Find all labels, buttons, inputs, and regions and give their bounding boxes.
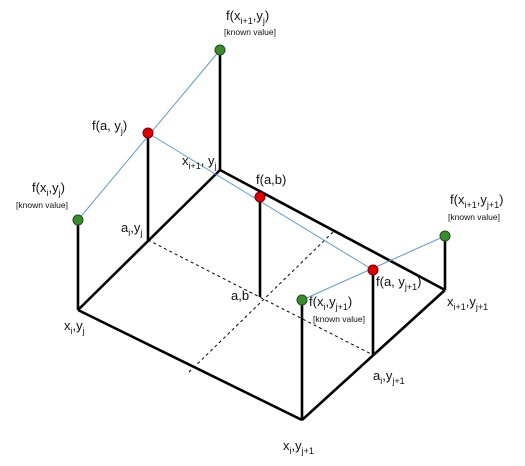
label-ai-yj1: ai,yj+1 [373, 368, 405, 386]
dashed-line-b [187, 231, 334, 374]
dashed-line-ai [147, 239, 374, 356]
known-value-note-xi-yj: [known value] [16, 200, 68, 210]
known-value-note-xi-yj1: [known value] [313, 314, 365, 324]
label-xi-yj1: xi,yj+1 [283, 438, 314, 456]
label-f-a-yj: f(a, yj) [92, 118, 127, 136]
interpolated-points [142, 127, 379, 276]
dashed-guides [147, 231, 374, 374]
label-f-a-yj1: f(a, yj+1) [376, 274, 422, 292]
vertical-posts [76, 50, 447, 420]
label-f-ab: f(a,b) [256, 172, 286, 187]
label-ai-yj: ai,yj [121, 220, 142, 238]
label-xi-yj: xi,yj [64, 318, 85, 336]
known-point-xi1-yj [214, 44, 226, 56]
interp-point-a-yj1 [367, 264, 379, 276]
label-f-xi1-yj: f(xi+1,yj) [226, 8, 269, 26]
label-f-xi-yj1: f(xi,yj+1) [309, 294, 352, 312]
known-value-note-xi1-yj: [known value] [224, 27, 276, 37]
known-points [72, 44, 451, 306]
label-xi1-yj: xi+1, yj [182, 153, 217, 171]
known-point-xi1-yj1 [439, 230, 451, 242]
base-plane [77, 168, 446, 422]
known-value-note-xi1-yj1: [known value] [448, 212, 500, 222]
interp-point-a-yj [142, 127, 154, 139]
base-edge-back [219, 168, 446, 292]
label-xi1-yj1: xi+1,yj+1 [447, 294, 488, 312]
label-f-xi1-yj1: f(xi+1,yj+1) [450, 192, 503, 210]
label-a-b: a,b [231, 288, 249, 303]
known-point-xi-yj [72, 214, 84, 226]
interp-point-ab [254, 191, 266, 203]
base-edge-front [77, 308, 303, 422]
known-point-xi-yj1 [296, 294, 308, 306]
label-f-xi-yj: f(xi,yj) [32, 180, 65, 198]
